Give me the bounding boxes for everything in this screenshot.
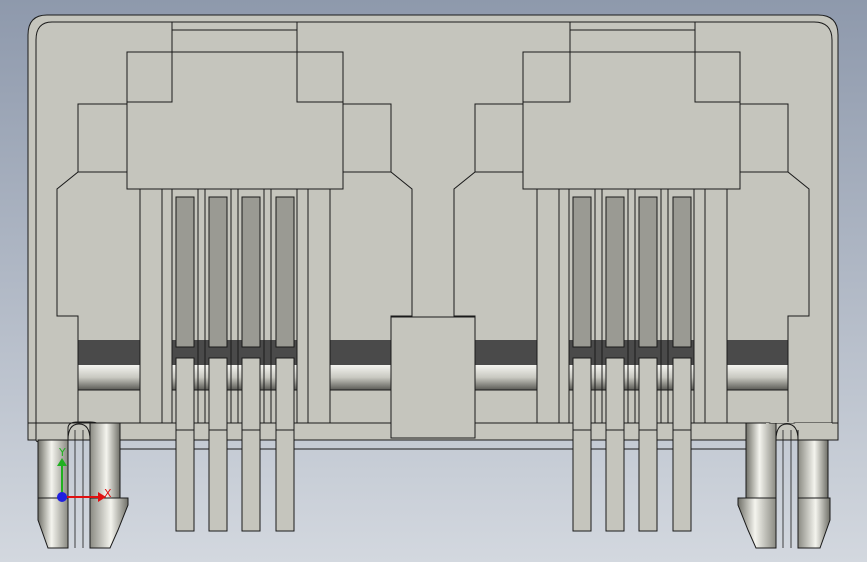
contact-lower (208, 357, 228, 431)
port-right-latch-block (522, 51, 741, 190)
contact-pin (638, 196, 658, 348)
port-left (56, 22, 413, 532)
triad-x-arrow (98, 492, 106, 502)
port-left-shoulder-r (296, 51, 344, 103)
port-left-shoulder-l (126, 51, 173, 103)
port-left-dark-band (78, 340, 391, 365)
port-left-step-r (342, 103, 392, 173)
port-right (453, 22, 810, 532)
port-left-latch-block (126, 51, 344, 190)
contact-pin (605, 196, 625, 348)
solder-pin (208, 429, 228, 532)
triad-y-arrow (57, 458, 67, 466)
contact-lower (241, 357, 261, 431)
triad-y-label: Y (58, 446, 66, 459)
solder-pin (605, 429, 625, 532)
contact-pin (241, 196, 261, 348)
slot-wall (296, 188, 309, 424)
contact-pin (275, 196, 295, 348)
contact-pin (572, 196, 592, 348)
triad-z-origin (57, 492, 67, 502)
solder-pin (175, 429, 195, 532)
slot-wall (161, 188, 173, 424)
contact-pin (672, 196, 692, 348)
contact-pin (208, 196, 228, 348)
solder-pin (672, 429, 692, 532)
solder-pins-right (572, 429, 692, 532)
coordinate-triad: X Y (57, 446, 112, 502)
contact-pin (175, 196, 195, 348)
slot-wall (139, 188, 163, 424)
solder-pin (638, 429, 658, 532)
port-right-shade-band (475, 365, 788, 390)
port-left-top-tab (171, 29, 298, 53)
contact-lower (175, 357, 195, 431)
center-divider (390, 316, 476, 439)
mounting-post-right (737, 422, 832, 549)
solder-pin (241, 429, 261, 532)
contact-lower (572, 357, 592, 431)
contact-pins-right (568, 188, 695, 431)
contact-lower (605, 357, 625, 431)
solder-pin (275, 429, 295, 532)
port-left-step-l (77, 103, 128, 173)
port-right-top-tab (569, 29, 696, 53)
solder-pin (572, 429, 592, 532)
solder-pins-left (175, 429, 295, 532)
port-left-shade-band (78, 365, 391, 390)
triad-x-label: X (104, 487, 112, 500)
contact-pins-left (171, 188, 298, 431)
port-right-dark-band (475, 340, 788, 365)
contact-lower (638, 357, 658, 431)
contact-lower (275, 357, 295, 431)
slot-wall (307, 188, 331, 424)
contact-lower (672, 357, 692, 431)
